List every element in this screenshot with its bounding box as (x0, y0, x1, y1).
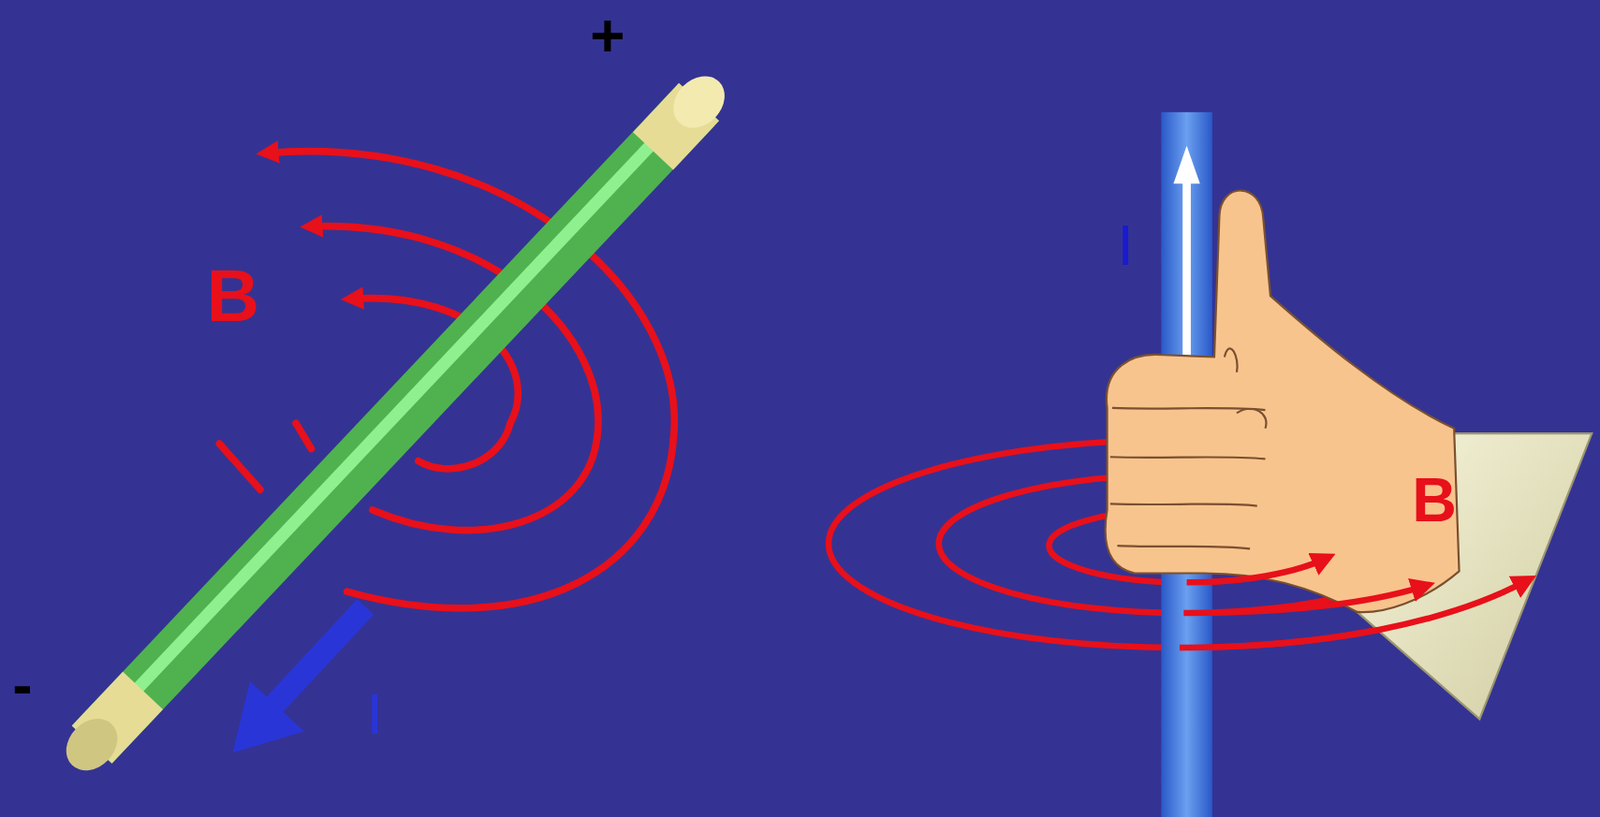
polarity-sign: + (589, 5, 625, 66)
right-hand (1105, 190, 1593, 720)
polarity-sign: - (12, 655, 32, 716)
field-loops-front (347, 423, 675, 609)
field-symbol: B (206, 259, 260, 333)
conductor-rod (56, 65, 735, 781)
current-symbol: I (1116, 216, 1133, 275)
field-circles-front (1179, 558, 1526, 648)
current-symbol: I (366, 685, 382, 744)
current-arrow (233, 606, 367, 753)
field-symbol: B (1411, 469, 1457, 531)
